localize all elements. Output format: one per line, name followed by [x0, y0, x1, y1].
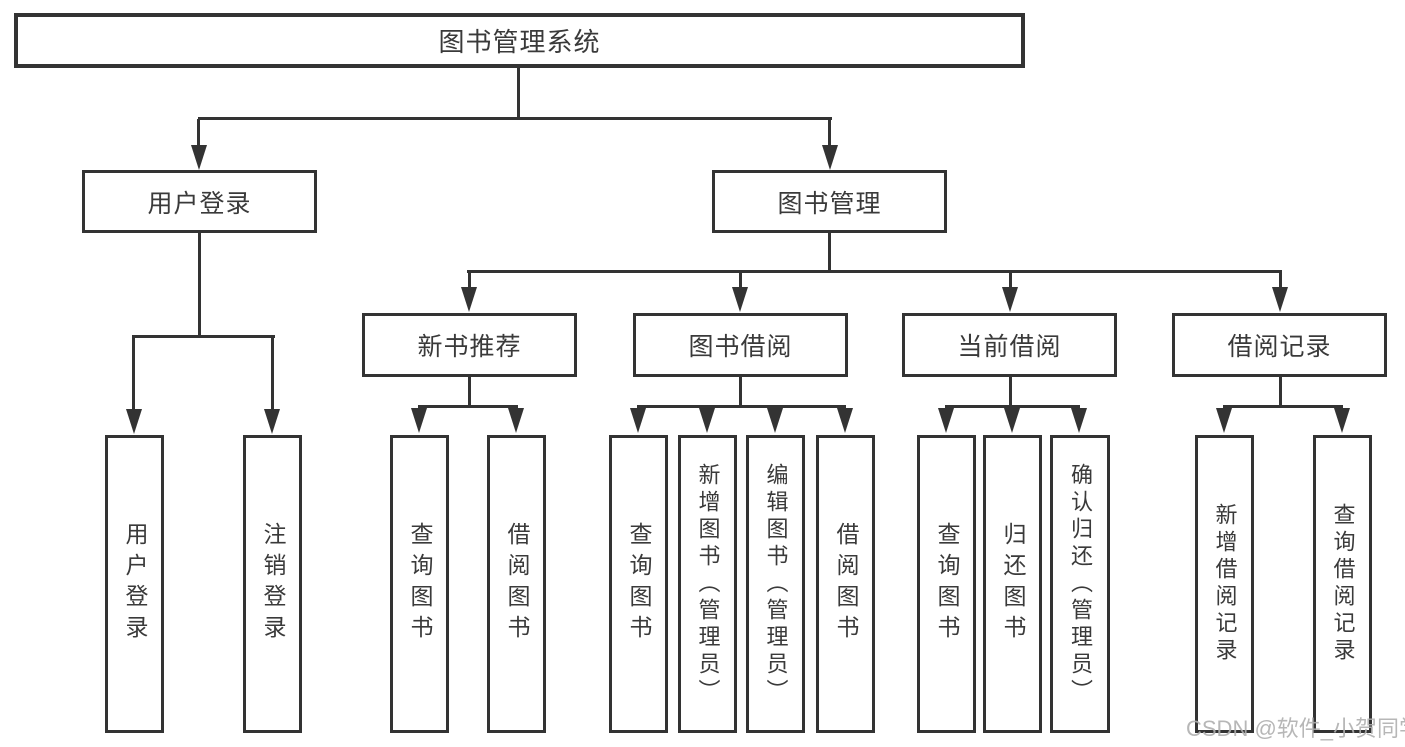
arrowhead-current-leaf-1	[938, 408, 954, 433]
connector-borrowing-stem	[739, 377, 742, 407]
leaf-add-borrow-record: 新增借阅记录	[1195, 435, 1254, 733]
leaf-borrow-books-recommend: 借阅图书	[487, 435, 546, 733]
connector-borrowing-branch	[637, 405, 846, 408]
leaf-edit-book-admin: 编辑图书（管理员）	[746, 435, 805, 733]
connector-to-borrowing-records	[1279, 272, 1282, 288]
connector-recommend-stem	[468, 377, 471, 407]
connector-records-branch	[1223, 405, 1343, 408]
leaf-add-book-admin: 新增图书（管理员）	[678, 435, 737, 733]
connector-to-current-borrowing	[1009, 272, 1012, 288]
node-user-login: 用户登录	[82, 170, 317, 233]
arrowhead-borrowing-records	[1272, 287, 1288, 312]
leaf-user-login: 用户登录	[105, 435, 164, 733]
connector-to-book-borrowing	[739, 272, 742, 288]
node-book-management: 图书管理	[712, 170, 947, 233]
arrowhead-borrowing-leaf-2	[699, 408, 715, 433]
node-book-borrowing: 图书借阅	[633, 313, 848, 377]
connector-book-management-stem	[828, 233, 831, 273]
arrowhead-book-management	[822, 145, 838, 170]
arrowhead-leaf-logout	[264, 409, 280, 434]
arrowhead-current-leaf-2	[1004, 408, 1020, 433]
connector-root-stem	[517, 67, 520, 119]
leaf-return-books: 归还图书	[983, 435, 1042, 733]
leaf-search-books-current: 查询图书	[917, 435, 976, 733]
leaf-search-borrow-record: 查询借阅记录	[1313, 435, 1372, 733]
arrowhead-new-book-recommendation	[461, 287, 477, 312]
arrowhead-borrowing-leaf-4	[837, 408, 853, 433]
arrowhead-records-leaf-2	[1334, 408, 1350, 433]
leaf-logout: 注销登录	[243, 435, 302, 733]
arrowhead-recommend-leaf-2	[508, 408, 524, 433]
arrowhead-recommend-leaf-1	[411, 408, 427, 433]
leaf-search-books-borrowing: 查询图书	[609, 435, 668, 733]
arrowhead-records-leaf-1	[1216, 408, 1232, 433]
arrowhead-borrowing-leaf-3	[767, 408, 783, 433]
connector-to-new-book-recommendation	[468, 272, 471, 288]
connector-root-branch	[198, 117, 832, 120]
arrowhead-current-borrowing	[1002, 287, 1018, 312]
csdn-watermark: CSDN @软件_小贺同学	[1186, 716, 1405, 741]
connector-recommend-branch	[418, 405, 518, 408]
node-borrowing-records: 借阅记录	[1172, 313, 1387, 377]
arrowhead-book-borrowing	[732, 287, 748, 312]
connector-to-leaf-user-login	[132, 337, 135, 409]
connector-user-login-stem	[198, 233, 201, 337]
connector-records-stem	[1279, 377, 1282, 407]
connector-to-user-login	[197, 119, 200, 146]
arrowhead-borrowing-leaf-1	[630, 408, 646, 433]
node-current-borrowing: 当前借阅	[902, 313, 1117, 377]
arrowhead-user-login	[191, 145, 207, 170]
connector-user-login-branch	[132, 335, 275, 338]
connector-current-stem	[1009, 377, 1012, 407]
arrowhead-current-leaf-3	[1071, 408, 1087, 433]
connector-to-leaf-logout	[271, 337, 274, 409]
leaf-search-books-recommend: 查询图书	[390, 435, 449, 733]
connector-book-management-branch	[467, 270, 1282, 273]
node-new-book-recommendation: 新书推荐	[362, 313, 577, 377]
arrowhead-leaf-user-login	[126, 409, 142, 434]
leaf-confirm-return-admin: 确认归还（管理员）	[1050, 435, 1110, 733]
leaf-borrow-books-borrowing: 借阅图书	[816, 435, 875, 733]
node-library-management-system: 图书管理系统	[14, 13, 1025, 68]
connector-current-branch	[945, 405, 1080, 408]
connector-to-book-management	[828, 119, 831, 146]
